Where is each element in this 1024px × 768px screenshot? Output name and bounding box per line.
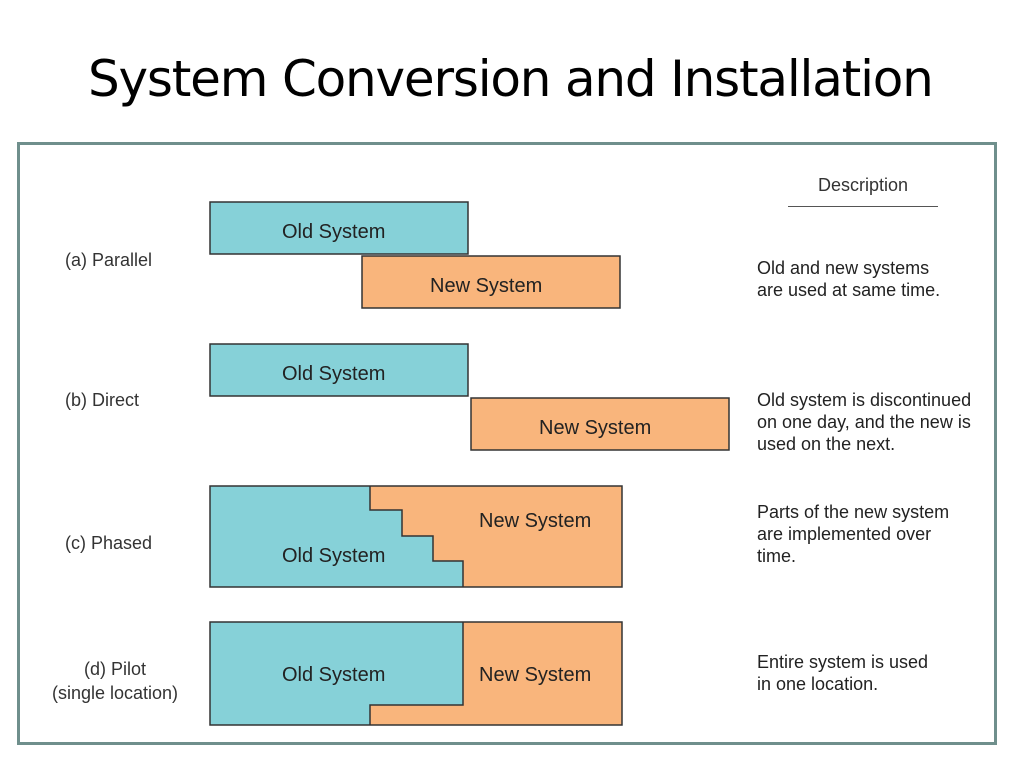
pilot-description: Entire system is used in one location. <box>757 652 929 694</box>
phased-label: (c) Phased <box>65 533 153 553</box>
pilot-boundary <box>369 622 464 725</box>
phased-stair-boundary <box>369 486 464 587</box>
slide-title: System Conversion and Installation <box>88 50 934 108</box>
direct-label: (b) Direct <box>65 390 140 410</box>
parallel-description: Old and new systems are used at same tim… <box>757 258 941 300</box>
pilot-old-system-label: Old System <box>282 664 386 686</box>
diagram-frame: Description (a) Parallel (b) Direct (c) … <box>17 142 997 745</box>
phased-new-system-label: New System <box>479 510 592 532</box>
pilot-label: (d) Pilot (single location) <box>51 659 179 703</box>
phased-old-system-area <box>210 486 463 587</box>
parallel-old-system-label: Old System <box>282 221 386 243</box>
parallel-old-system-bar <box>209 201 469 255</box>
description-header: Description <box>788 175 938 207</box>
parallel-new-system-label: New System <box>430 275 543 297</box>
direct-old-system-label: Old System <box>282 363 386 385</box>
direct-new-system-bar <box>470 397 730 451</box>
phased-description: Parts of the new system are implemented … <box>757 502 950 566</box>
parallel-new-system-bar <box>361 255 621 309</box>
pilot-old-system-area <box>210 622 463 725</box>
pilot-new-system-label: New System <box>479 664 592 686</box>
direct-old-system-bar <box>209 343 469 397</box>
pilot-outline <box>209 621 623 726</box>
direct-new-system-label: New System <box>539 417 652 439</box>
conversion-diagram <box>209 201 730 726</box>
phased-old-system-label: Old System <box>282 545 386 567</box>
direct-description: Old system is discontinued on one day, a… <box>757 390 972 454</box>
phased-outline <box>209 485 623 588</box>
parallel-label: (a) Parallel <box>65 250 153 270</box>
